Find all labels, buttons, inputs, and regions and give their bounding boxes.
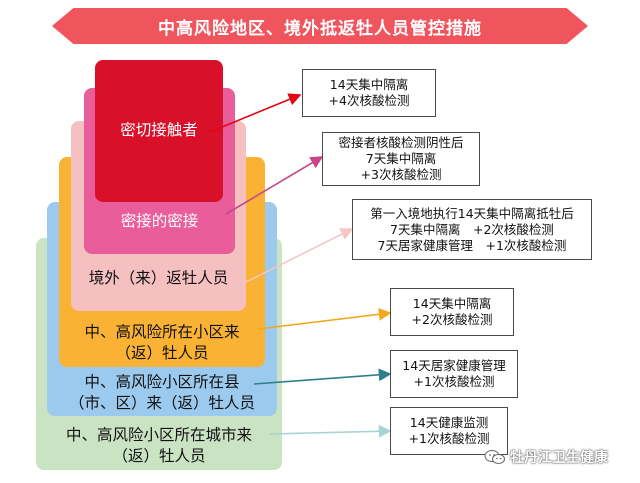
measure-box-close-contact: 14天集中隔离 +4次核酸检测 bbox=[302, 69, 436, 117]
measure-box-overseas: 第一入境地执行14天集中隔离抵牡后 7天集中隔离 +2次核酸检测 7天居家健康管… bbox=[352, 199, 592, 260]
measure-box-community: 14天集中隔离 +2次核酸检测 bbox=[390, 288, 514, 336]
layer-label-secondary-contact: 密接的密接 bbox=[120, 212, 199, 230]
layer-label-city: 中、高风险小区所在城市来 （返）牡人员 bbox=[65, 426, 252, 465]
watermark: 牡丹江卫生健康 bbox=[484, 447, 608, 467]
arrow-county bbox=[253, 368, 392, 385]
arrow-city bbox=[269, 424, 392, 438]
layer-label-close-contact: 密切接触者 bbox=[120, 121, 198, 139]
layer-label-overseas: 境外（来）返牡人员 bbox=[88, 269, 229, 287]
arrow-secondary-contact bbox=[225, 156, 324, 215]
layer-label-community: 中、高风险所在小区来 （返）牡人员 bbox=[84, 323, 240, 362]
arrow-overseas bbox=[245, 228, 354, 283]
layer-close-contact bbox=[95, 60, 223, 202]
wechat-icon bbox=[484, 449, 506, 465]
arrow-close-contact bbox=[209, 93, 302, 133]
page-title: 中高风险地区、境外抵返牡人员管控措施 bbox=[158, 18, 482, 39]
arrow-community bbox=[257, 307, 392, 330]
watermark-text: 牡丹江卫生健康 bbox=[510, 450, 608, 466]
measure-box-secondary-contact: 密接者核酸检测阴性后 7天集中隔离 +3次核酸检测 bbox=[322, 132, 480, 186]
measure-box-city: 14天健康监测 +1次核酸检测 bbox=[390, 407, 508, 455]
title-banner: 中高风险地区、境外抵返牡人员管控措施 bbox=[52, 8, 588, 44]
layer-label-county: 中、高风险小区所在县 （市、区）来（返）牡人员 bbox=[68, 373, 255, 412]
measure-box-county: 14天居家健康管理 +1次核酸检测 bbox=[390, 350, 518, 398]
